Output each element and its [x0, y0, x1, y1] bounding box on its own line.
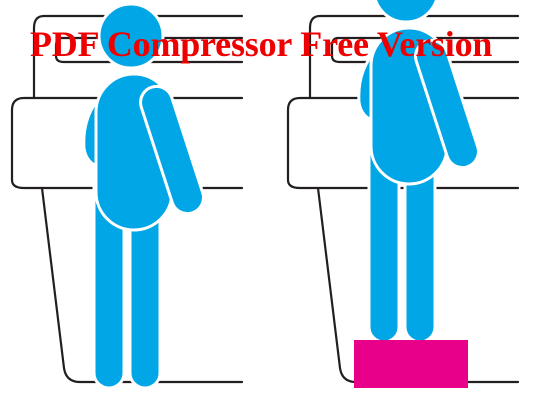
step-block — [354, 340, 468, 388]
watermark-text: PDF Compressor Free Version — [30, 22, 492, 66]
